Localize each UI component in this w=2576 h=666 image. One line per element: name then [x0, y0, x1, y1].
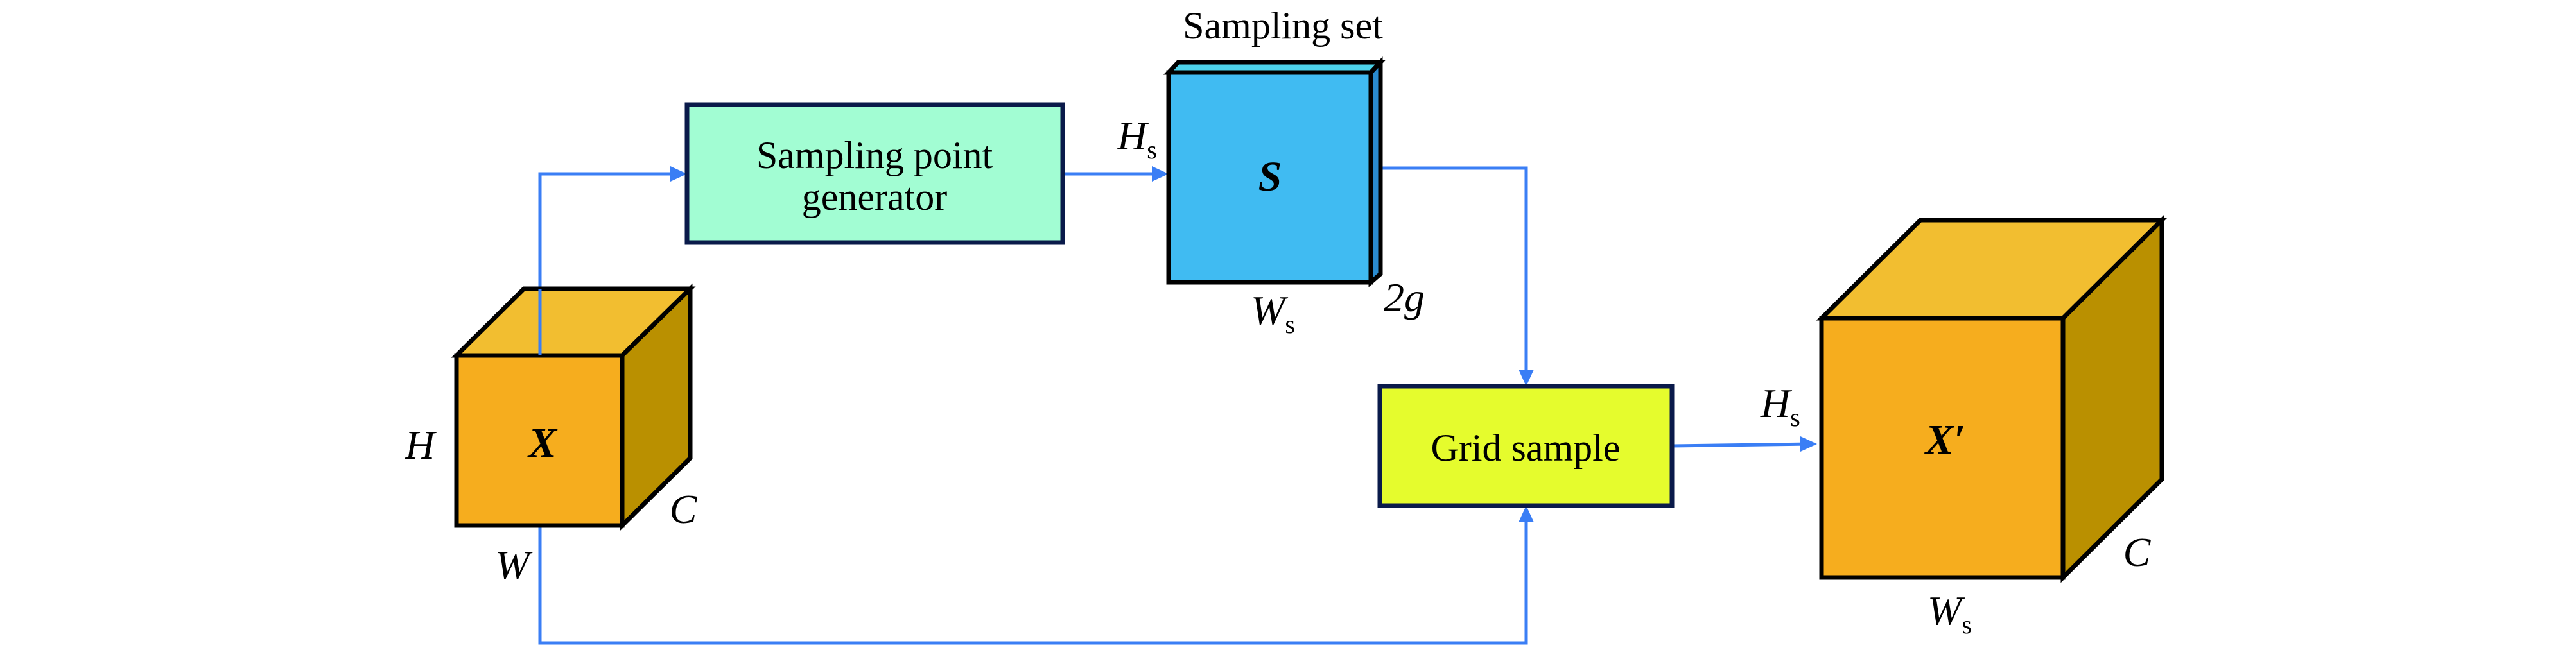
output-width-main: W: [1928, 588, 1965, 633]
sampling-set-width-main: W: [1251, 287, 1289, 333]
sampling-set-width-label: Ws: [1251, 287, 1295, 339]
arrowhead-sampling-set-to-grid-sample: [1519, 370, 1534, 386]
output-cube-front-face: [1819, 316, 2066, 580]
sampling-set-caption: Sampling set: [1183, 4, 1383, 47]
input-tensor-cube: X: [451, 283, 696, 531]
output-height-label: Hs: [1760, 380, 1800, 432]
grid-sample-box: Grid sample: [1377, 384, 1675, 508]
sampling-set-height-main: H: [1117, 113, 1149, 158]
input-width-label: W: [495, 542, 533, 588]
generator-box-rect: [684, 102, 1065, 245]
sampling-set-front-face: [1166, 70, 1373, 285]
arrowhead-input-to-grid-sample: [1519, 506, 1534, 522]
sampling-set-depth-label: 2g: [1384, 275, 1425, 320]
sampling-set-height-label: Hs: [1117, 113, 1157, 164]
output-tensor-symbol: X′: [1924, 416, 1966, 463]
arrowhead-input-to-generator: [670, 166, 687, 182]
input-channel-label: C: [670, 486, 698, 532]
generator-label-line1: Sampling point: [756, 134, 993, 176]
output-tensor-cube: X′: [1816, 214, 2168, 583]
sampling-point-generator-box: Sampling point generator: [684, 102, 1065, 245]
sampling-set-symbol: S: [1258, 153, 1282, 200]
grid-sample-rect: [1377, 384, 1675, 508]
output-width-sub: s: [1962, 610, 1972, 639]
arrowhead-generator-to-sampling-set: [1152, 166, 1169, 182]
arrowhead-grid-sample-to-output: [1800, 436, 1817, 452]
sampling-set-height-sub: s: [1147, 135, 1157, 164]
input-cube-front-face: [454, 353, 625, 528]
output-height-main: H: [1760, 380, 1793, 426]
output-channel-label: C: [2123, 529, 2152, 575]
output-height-sub: s: [1790, 403, 1800, 432]
sampling-set-block: S: [1163, 56, 1386, 287]
output-width-label: Ws: [1928, 588, 1972, 639]
grid-sample-label: Grid sample: [1431, 427, 1621, 469]
connector-sampling-set-to-grid-sample: [1380, 166, 1528, 380]
generator-label-line2: generator: [802, 176, 948, 218]
input-tensor-symbol: X: [527, 420, 558, 466]
connector-input-to-grid-sample: [538, 512, 1528, 645]
input-height-label: H: [405, 422, 437, 468]
sampling-set-width-sub: s: [1285, 310, 1295, 339]
connector-grid-sample-to-output: [1671, 442, 1810, 448]
